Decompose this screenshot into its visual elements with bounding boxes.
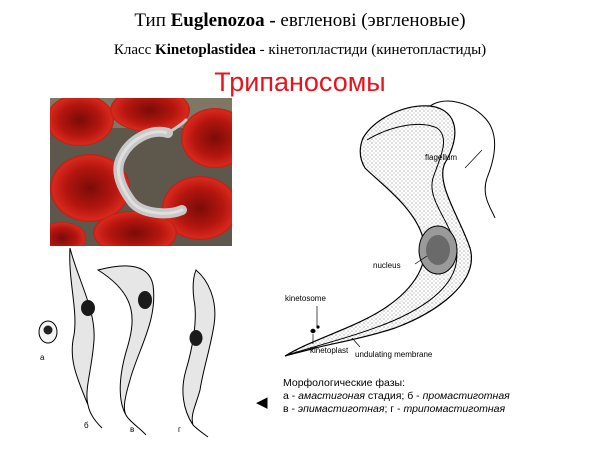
phase-c-name: эпимастиготная [297, 403, 385, 415]
kinetoplast [310, 328, 316, 334]
morphological-phases-drawing: а б в г [38, 247, 216, 438]
phases-caption: Морфологические фазы: а - амастигоная ст… [283, 377, 593, 416]
label-kinetoplast: kinetoplast [310, 346, 349, 355]
phase-a-amastigote: а [38, 320, 58, 362]
left-triangle-arrow-icon: ◀ [256, 393, 268, 411]
header-line-2: Класс Kinetoplastidea - кінетопластиди (… [113, 42, 487, 58]
phylum-name: Euglenozoa - [170, 10, 276, 31]
label-flagellum: flagellum [425, 153, 457, 162]
kinetosome [316, 325, 320, 329]
flagellum [429, 100, 496, 219]
trypanosome-structure-diagram: flagellum nucleus kinetosome kinetoplast… [284, 100, 496, 359]
caption-heading: Морфологические фазы: [283, 377, 405, 389]
phase-b-name: промастиготная [422, 390, 510, 402]
phase-label-d: г [178, 425, 181, 434]
phase-d-name: трипомастиготная [403, 403, 506, 415]
phase-label-c: в [130, 425, 134, 434]
caption-line-ab: а - амастигоная стадия; б - промастиготн… [283, 390, 510, 402]
label-kinetosome: kinetosome [285, 294, 326, 303]
caption-line-cd: в - эпимастиготная; г - трипомастиготная [283, 403, 506, 415]
phase-c-epimastigote: в [96, 265, 155, 436]
cell-body [284, 105, 472, 357]
phase-label-b: б [84, 421, 89, 430]
page-title: Трипаносомы [214, 67, 386, 97]
undulating-membrane [289, 123, 458, 355]
class-name: Kinetoplastidea [155, 42, 256, 58]
trypanosome-blood-photo [50, 98, 232, 246]
phase-a-name: амастигоная [298, 390, 366, 402]
label-undulating-membrane: undulating membrane [355, 350, 433, 359]
label-nucleus: nucleus [373, 261, 401, 270]
phase-d-trypomastigote: г [178, 269, 216, 438]
phase-b-promastigote: б [69, 247, 103, 430]
header-line-1: Тип Euglenozoa - евгленові (эвгленовые) [134, 10, 466, 31]
phase-label-a: а [40, 353, 45, 362]
